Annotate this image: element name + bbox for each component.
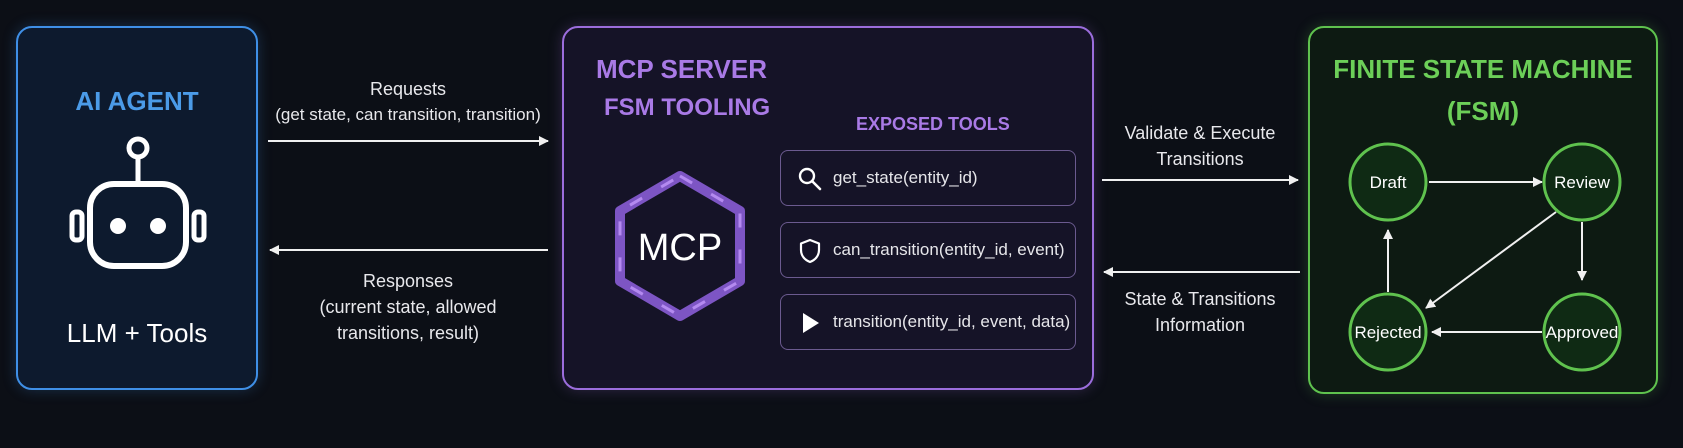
search-icon <box>798 167 822 191</box>
tool-get-state[interactable]: get_state(entity_id) <box>780 150 1076 206</box>
shield-icon <box>799 238 821 264</box>
transition-review-rejected <box>1425 211 1557 309</box>
mcp-server-panel: MCP SERVER FSM TOOLING MCP EXPOSED TOOLS… <box>562 26 1094 390</box>
state-approved: Approved <box>1542 292 1622 372</box>
state-review: Review <box>1542 142 1622 222</box>
responses-label: Responses (current state, allowed transi… <box>268 268 548 346</box>
state-info-label: State & Transitions Information <box>1102 286 1298 338</box>
state-label: Approved <box>1546 323 1619 342</box>
state-label: Rejected <box>1354 323 1421 342</box>
requests-title: Requests <box>369 79 447 99</box>
requests-detail: (get state, can transition, transition) <box>275 105 541 124</box>
mcp-logo-text: MCP <box>638 227 722 269</box>
responses-line3: transitions, result) <box>336 323 480 343</box>
state-rejected: Rejected <box>1348 292 1428 372</box>
mcp-subtitle: FSM TOOLING <box>604 94 771 121</box>
state-label: Draft <box>1370 173 1407 192</box>
fsm-state-graph: Draft Review Approved Rejected <box>1348 142 1622 372</box>
validate-line1: Validate & Execute <box>1124 123 1276 143</box>
agent-subtitle: LLM + Tools <box>66 318 208 348</box>
ai-agent-panel: AI AGENT LLM + Tools <box>16 26 258 390</box>
play-icon <box>803 313 819 333</box>
mcp-hexagon-logo: MCP <box>615 171 745 321</box>
robot-icon <box>69 136 207 269</box>
responses-line1: Responses <box>362 271 454 291</box>
agent-title: AI AGENT <box>75 86 199 116</box>
state-info-line1: State & Transitions <box>1124 289 1276 309</box>
requests-label: Requests (get state, can transition, tra… <box>268 76 548 128</box>
tool-label: transition(entity_id, event, data) <box>833 312 1071 331</box>
state-info-line2: Information <box>1154 315 1246 335</box>
state-label: Review <box>1554 173 1610 192</box>
exposed-tools-header: EXPOSED TOOLS <box>856 114 1010 134</box>
fsm-title: FINITE STATE MACHINE <box>1333 54 1633 84</box>
responses-line2: (current state, allowed <box>319 297 497 317</box>
validate-label: Validate & Execute Transitions <box>1102 120 1298 172</box>
mcp-title: MCP SERVER <box>596 54 767 84</box>
tool-label: get_state(entity_id) <box>833 168 978 187</box>
fsm-panel: FINITE STATE MACHINE (FSM) Draft Review … <box>1308 26 1658 394</box>
validate-line2: Transitions <box>1156 149 1244 169</box>
tool-can-transition[interactable]: can_transition(entity_id, event) <box>780 222 1076 278</box>
tool-transition[interactable]: transition(entity_id, event, data) <box>780 294 1076 350</box>
state-draft: Draft <box>1348 142 1428 222</box>
fsm-title-suffix: (FSM) <box>1446 96 1520 126</box>
tool-label: can_transition(entity_id, event) <box>833 240 1065 259</box>
